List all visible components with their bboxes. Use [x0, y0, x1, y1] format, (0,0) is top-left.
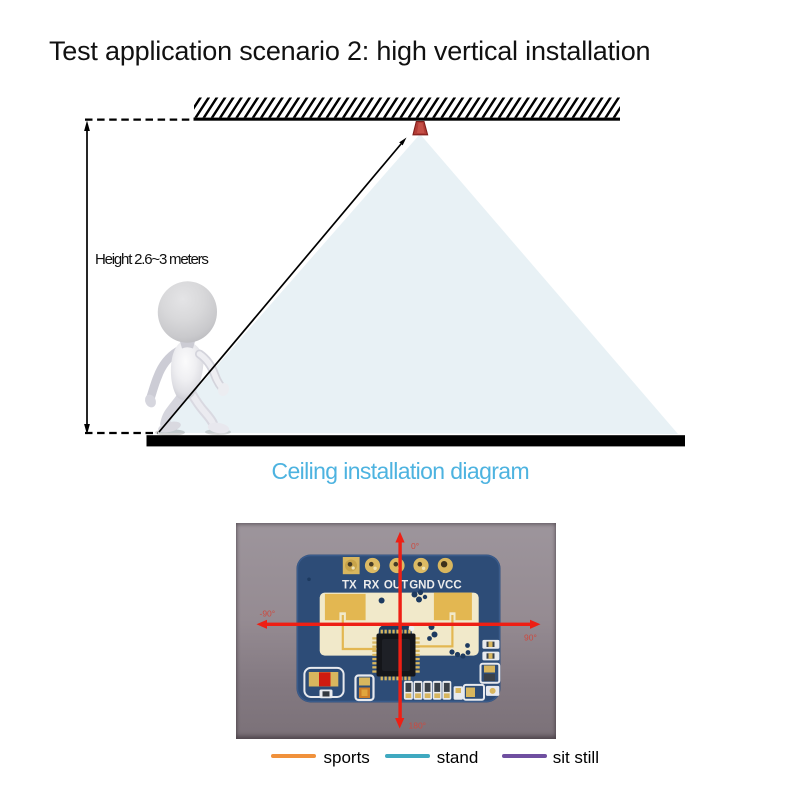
svg-text:0°: 0° — [411, 541, 419, 551]
svg-text:180°: 180° — [409, 721, 427, 731]
svg-text:GND: GND — [409, 580, 435, 592]
svg-text:-90°: -90° — [260, 609, 276, 619]
svg-text:OUT: OUT — [384, 580, 408, 592]
svg-text:90°: 90° — [524, 633, 537, 643]
svg-text:VCC: VCC — [437, 580, 461, 592]
svg-text:TX: TX — [342, 580, 357, 592]
svg-text:RX: RX — [363, 580, 379, 592]
